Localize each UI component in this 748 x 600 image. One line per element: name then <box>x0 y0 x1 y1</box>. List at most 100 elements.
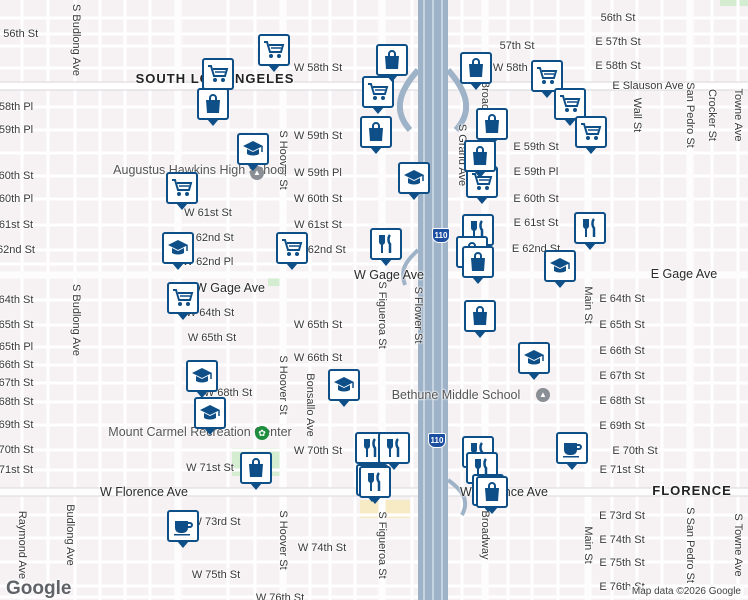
shopping-bag-icon <box>480 480 504 504</box>
street-label: S Budlong Ave <box>70 4 82 76</box>
shopping-marker[interactable] <box>531 60 563 98</box>
freeway-110 <box>397 0 469 600</box>
shopping-marker[interactable] <box>462 246 494 284</box>
shopping-marker[interactable] <box>240 452 272 490</box>
shopping-bag-icon <box>466 250 490 274</box>
shopping-cart-icon <box>170 176 194 200</box>
street-label: E 71st St <box>599 464 645 476</box>
park-area <box>720 0 748 6</box>
shopping-cart-icon <box>262 38 286 62</box>
shopping-bag-icon <box>201 92 225 116</box>
restaurant-marker[interactable] <box>370 228 402 266</box>
school-marker[interactable] <box>237 133 269 171</box>
shopping-cart-icon <box>579 120 603 144</box>
street-label: 61st St <box>0 219 34 231</box>
street-label: Bonsallo Ave <box>304 373 316 437</box>
school-marker[interactable] <box>398 162 430 200</box>
school-marker[interactable] <box>544 250 576 288</box>
shopping-marker[interactable] <box>575 116 607 154</box>
street-label: San Pedro St <box>684 82 696 148</box>
restaurant-marker[interactable] <box>378 432 410 470</box>
street-label: 62nd St <box>0 244 35 256</box>
shopping-cart-icon <box>366 80 390 104</box>
street-label: 57th St <box>499 40 535 52</box>
poi-label: Augustus Hawkins High School <box>113 163 287 177</box>
shopping-bag-icon <box>244 456 268 480</box>
cafe-marker[interactable] <box>167 510 199 548</box>
street-label: W 66th St <box>293 352 343 364</box>
street-label: 69th St <box>0 419 34 431</box>
street-label: 66th St <box>0 359 34 371</box>
street-label: 71st St <box>0 464 34 476</box>
street-label: E 73rd St <box>599 510 645 522</box>
street-label: W 75th St <box>191 569 241 581</box>
street-label: W 58th St <box>492 62 542 74</box>
shopping-bag-icon <box>464 56 488 80</box>
street-label: W 61st St <box>294 219 342 231</box>
shopping-marker[interactable] <box>166 172 198 210</box>
street-label: 70th St <box>0 444 34 456</box>
street-label: S Hoover St <box>277 355 289 415</box>
street-label: Crocker St <box>706 89 718 141</box>
highway-110-shield: 110 <box>428 433 446 448</box>
street-label: 65th St <box>0 319 34 331</box>
street-label: S Hoover St <box>277 510 289 570</box>
school-marker[interactable] <box>186 360 218 398</box>
street-label: Budlong Ave <box>64 504 76 566</box>
street-label: E 65th St <box>599 319 645 331</box>
street-label: 64th St <box>0 294 34 306</box>
shopping-marker[interactable] <box>466 166 498 204</box>
shopping-marker[interactable] <box>360 116 392 154</box>
school-marker[interactable] <box>518 342 550 380</box>
street-label: W 62nd Pl <box>182 256 234 268</box>
street-label: 65th Pl <box>0 341 34 353</box>
coffee-cup-icon <box>560 436 584 460</box>
street-label: E 58th St <box>595 60 641 72</box>
shopping-cart-icon <box>206 62 230 86</box>
poi-label: Mount Carmel Recreation Center <box>108 425 292 439</box>
street-label: 60th St <box>0 170 34 182</box>
street-label: S Towne Ave <box>732 513 744 577</box>
fork-knife-icon <box>363 470 387 494</box>
shopping-marker[interactable] <box>464 300 496 338</box>
cafe-marker[interactable] <box>556 432 588 470</box>
street-label: 58th Pl <box>0 101 34 113</box>
school-marker[interactable] <box>162 232 194 270</box>
shopping-marker[interactable] <box>258 34 290 72</box>
shopping-marker[interactable] <box>476 476 508 514</box>
school-marker[interactable] <box>194 397 226 435</box>
street-label: S Figueroa St <box>376 281 388 349</box>
shopping-cart-icon <box>280 236 304 260</box>
shopping-marker[interactable] <box>476 108 508 146</box>
street-label: W 56th St <box>0 28 39 40</box>
shopping-marker[interactable] <box>202 58 234 96</box>
street-label: Wall St <box>631 97 643 133</box>
shopping-marker[interactable] <box>554 88 586 126</box>
shopping-marker[interactable] <box>376 44 408 82</box>
street-label: E 66th St <box>599 345 645 357</box>
shopping-marker[interactable] <box>464 140 496 178</box>
shopping-marker[interactable] <box>276 232 308 270</box>
restaurant-marker[interactable] <box>574 212 606 250</box>
street-label: S Figueroa St <box>376 511 388 579</box>
shopping-marker[interactable] <box>460 52 492 90</box>
street-label: W 74th St <box>297 542 347 554</box>
shopping-marker[interactable] <box>167 282 199 320</box>
street-label: E 75th St <box>599 557 645 569</box>
street-label: 68th St <box>0 396 34 408</box>
shopping-bag-icon <box>364 120 388 144</box>
shopping-marker[interactable] <box>197 88 229 126</box>
graduation-cap-icon <box>198 401 222 425</box>
street-label: W Florence Ave <box>99 485 189 499</box>
graduation-cap-icon <box>190 364 214 388</box>
graduation-cap-icon <box>548 254 572 278</box>
restaurant-marker[interactable] <box>359 466 391 504</box>
street-label: W 62nd St <box>182 232 234 244</box>
school-marker[interactable] <box>328 369 360 407</box>
street-label: 59th Pl <box>0 124 34 136</box>
street-label: Main St <box>582 286 594 324</box>
street-label: E 70th St <box>612 445 658 457</box>
street-label: W 65th St <box>293 319 343 331</box>
street-label: 67th St <box>0 377 34 389</box>
